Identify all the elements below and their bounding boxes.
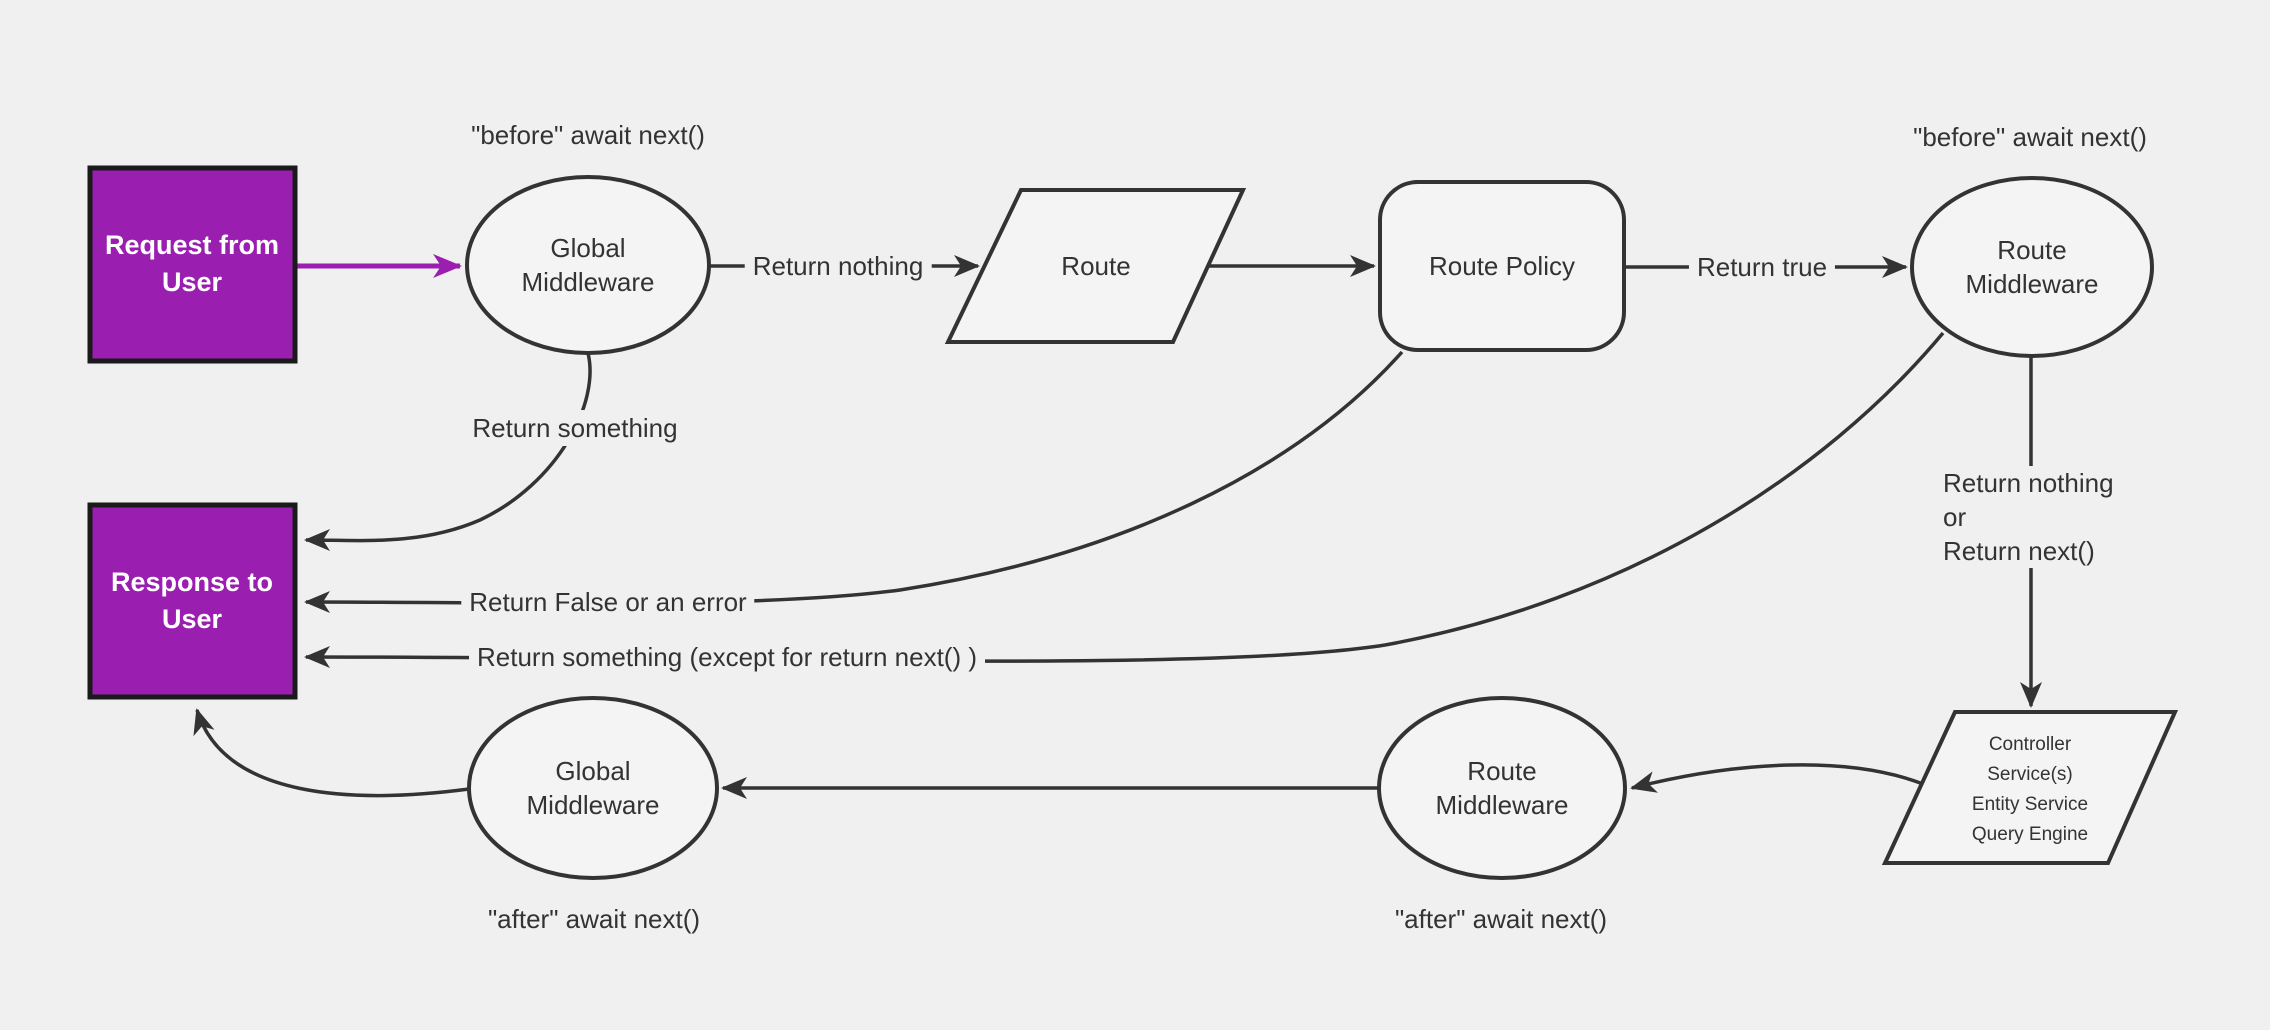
global-middleware-bottom-node [467,696,719,880]
controller-services-label: Controller Service(s) Entity Service Que… [1971,734,2089,845]
response-to-user-node [87,502,298,700]
route-label: Route [1061,251,1131,281]
route-policy-label: Route Policy [1429,251,1575,281]
route-middleware-top-node [1910,176,2154,358]
route-policy-node [1378,180,1626,352]
return-true-label: Return true [1688,249,1836,285]
global-middleware-bottom-label: Global Middleware [526,756,660,820]
after-await-next-bottom-mid-label: "after" await next() [1394,904,1608,934]
route-middleware-bottom-label: Route Middleware [1435,756,1569,820]
route-node [944,188,1247,344]
controller-services-node [1881,710,2179,865]
edge-route-policy-return-false-to-response [304,350,1404,614]
response-to-user-label: Response to User [110,567,274,634]
global-middleware-top-label: Global Middleware [521,233,655,297]
return-false-or-error-label: Return False or an error [461,584,755,620]
return-something-except-label: Return something (except for return next… [469,639,985,675]
before-await-next-top-left-label: "before" await next() [471,120,705,150]
after-await-next-bottom-left-label: "after" await next() [487,904,701,934]
return-something-label: Return something [464,410,686,446]
return-nothing-label: Return nothing [744,248,932,284]
global-middleware-top-node [465,175,711,355]
edge-global-middleware-return-something-to-response [304,352,592,552]
edge-controller-to-route-middleware-bottom [1630,763,1924,793]
before-await-next-top-right-label: "before" await next() [1913,122,2147,152]
edge-global-middleware-bottom-to-response [193,708,470,798]
request-from-user-label: Request from User [104,230,280,297]
route-middleware-bottom-node [1377,696,1627,880]
return-nothing-or-next-label: Return nothing or Return next() [1937,466,2120,568]
request-from-user-node [87,165,298,364]
route-middleware-top-label: Route Middleware [1965,235,2099,299]
